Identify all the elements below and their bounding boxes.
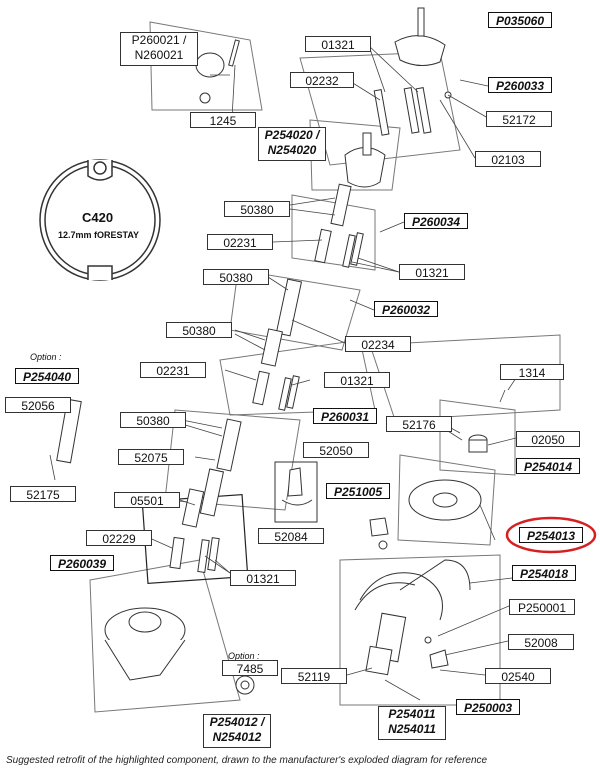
panel-bottom-left	[89, 559, 241, 713]
label-P260032: P260032	[374, 301, 438, 317]
label-52175: 52175	[10, 486, 76, 502]
panel-p254013	[397, 454, 496, 546]
label-P254012-line1: P254012 /	[209, 715, 265, 729]
part-p254020	[344, 147, 386, 188]
label-N254012-line2: N254012	[212, 730, 262, 744]
label-P251005: P251005	[326, 483, 390, 499]
label-02232: 02232	[290, 72, 354, 88]
label-01321-b: 01321	[399, 264, 465, 280]
box-p251005	[274, 461, 318, 523]
panel-right-diag	[369, 334, 561, 421]
part-pin-top	[228, 39, 240, 67]
label-N254011-line2: N254011	[388, 722, 436, 736]
label-P260021-line1: P260021 /	[131, 33, 187, 47]
label-02103: 02103	[475, 151, 541, 167]
label-option-a: Option :	[30, 352, 62, 362]
label-P260033: P260033	[488, 77, 552, 93]
label-02229: 02229	[86, 530, 152, 546]
label-05501: 05501	[114, 492, 180, 508]
label-52056: 52056	[5, 397, 71, 413]
label-1314: 1314	[500, 364, 564, 380]
panel-p260032	[229, 269, 361, 351]
label-02050: 02050	[516, 431, 580, 447]
label-52084: 52084	[258, 528, 324, 544]
label-P254011-line1: P254011	[388, 707, 436, 721]
c420-profile	[39, 159, 161, 281]
part-p035060	[394, 35, 446, 66]
label-P260039: P260039	[50, 555, 114, 571]
label-P254014: P254014	[516, 458, 580, 474]
label-P254012: P254012 / N254012	[203, 714, 271, 748]
profile-forestay: 12.7mm fORESTAY	[58, 230, 140, 240]
label-P260021: P260021 / N260021	[120, 32, 198, 66]
label-01321-c: 01321	[324, 372, 390, 388]
label-02231-a: 02231	[207, 234, 273, 250]
label-52172: 52172	[486, 111, 552, 127]
label-P254018: P254018	[512, 565, 576, 581]
label-1245: 1245	[190, 112, 256, 128]
label-N260021-line2: N260021	[134, 48, 184, 62]
label-50380-a: 50380	[224, 201, 290, 217]
panel-p260031	[164, 409, 301, 511]
label-N254020-line2: N254020	[267, 143, 317, 157]
panel-p260034	[291, 194, 376, 271]
profile-model: C420	[82, 210, 114, 225]
label-52008: 52008	[508, 634, 574, 650]
label-01321-top: 01321	[305, 36, 371, 52]
label-02540: 02540	[485, 668, 551, 684]
label-50380-d: 50380	[120, 412, 186, 428]
label-50380-b: 50380	[203, 269, 269, 285]
label-P250001: P250001	[509, 599, 575, 615]
label-P260034: P260034	[404, 213, 468, 229]
label-P260031: P260031	[313, 408, 377, 424]
label-option-b: Option :	[228, 651, 260, 661]
label-P254011: P254011 N254011	[378, 706, 446, 740]
label-52119: 52119	[281, 668, 347, 684]
label-50380-c: 50380	[166, 322, 232, 338]
highlight-ring	[505, 516, 597, 554]
label-P250003: P250003	[456, 699, 520, 715]
label-P035060: P035060	[488, 12, 552, 28]
footer-caption: Suggested retrofit of the highlighted co…	[6, 755, 488, 766]
part-ring-top	[199, 92, 211, 104]
label-52176: 52176	[386, 416, 452, 432]
label-02234: 02234	[345, 336, 411, 352]
part-swivel	[195, 52, 225, 78]
panel-p254014	[439, 399, 516, 476]
panel-bottom-right	[339, 554, 501, 706]
panel-p254020	[309, 119, 401, 191]
label-P254013: P254013	[519, 527, 583, 543]
label-P254020-line1: P254020 /	[264, 128, 320, 142]
part-p254018-frame	[359, 572, 443, 621]
label-52050: 52050	[303, 442, 369, 458]
panel-top-left	[149, 21, 263, 111]
label-7485: 7485	[222, 660, 278, 676]
label-52075: 52075	[118, 449, 184, 465]
label-01321-d: 01321	[230, 570, 296, 586]
label-P254020: P254020 / N254020	[258, 127, 326, 161]
label-P254040: P254040	[15, 368, 79, 384]
label-02231-b: 02231	[140, 362, 206, 378]
